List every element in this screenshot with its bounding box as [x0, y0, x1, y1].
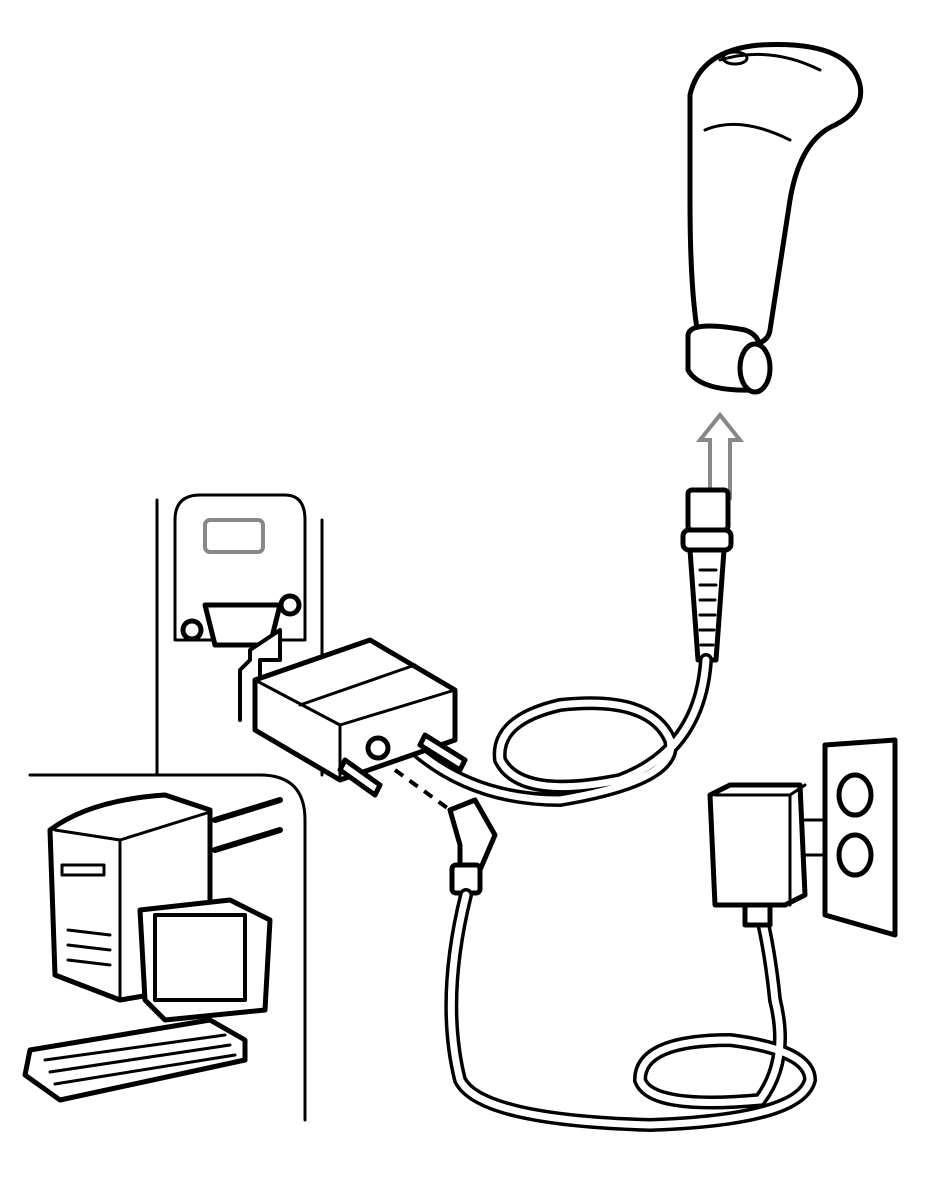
power-adapter-icon	[707, 782, 824, 928]
host-computer-icon	[22, 773, 307, 1122]
connection-guide-line	[393, 768, 452, 812]
serial-port-icon	[180, 593, 302, 648]
db9-connector-icon	[252, 637, 468, 798]
power-cord-icon	[444, 797, 818, 1133]
up-arrow-icon	[695, 411, 745, 500]
host-back-panel	[155, 493, 324, 777]
barcode-scanner-icon	[685, 42, 864, 395]
interface-cable-icon	[403, 487, 734, 808]
usb-port-icon	[203, 518, 265, 554]
wall-outlet-icon	[822, 737, 898, 938]
power-jack-icon	[365, 735, 391, 761]
